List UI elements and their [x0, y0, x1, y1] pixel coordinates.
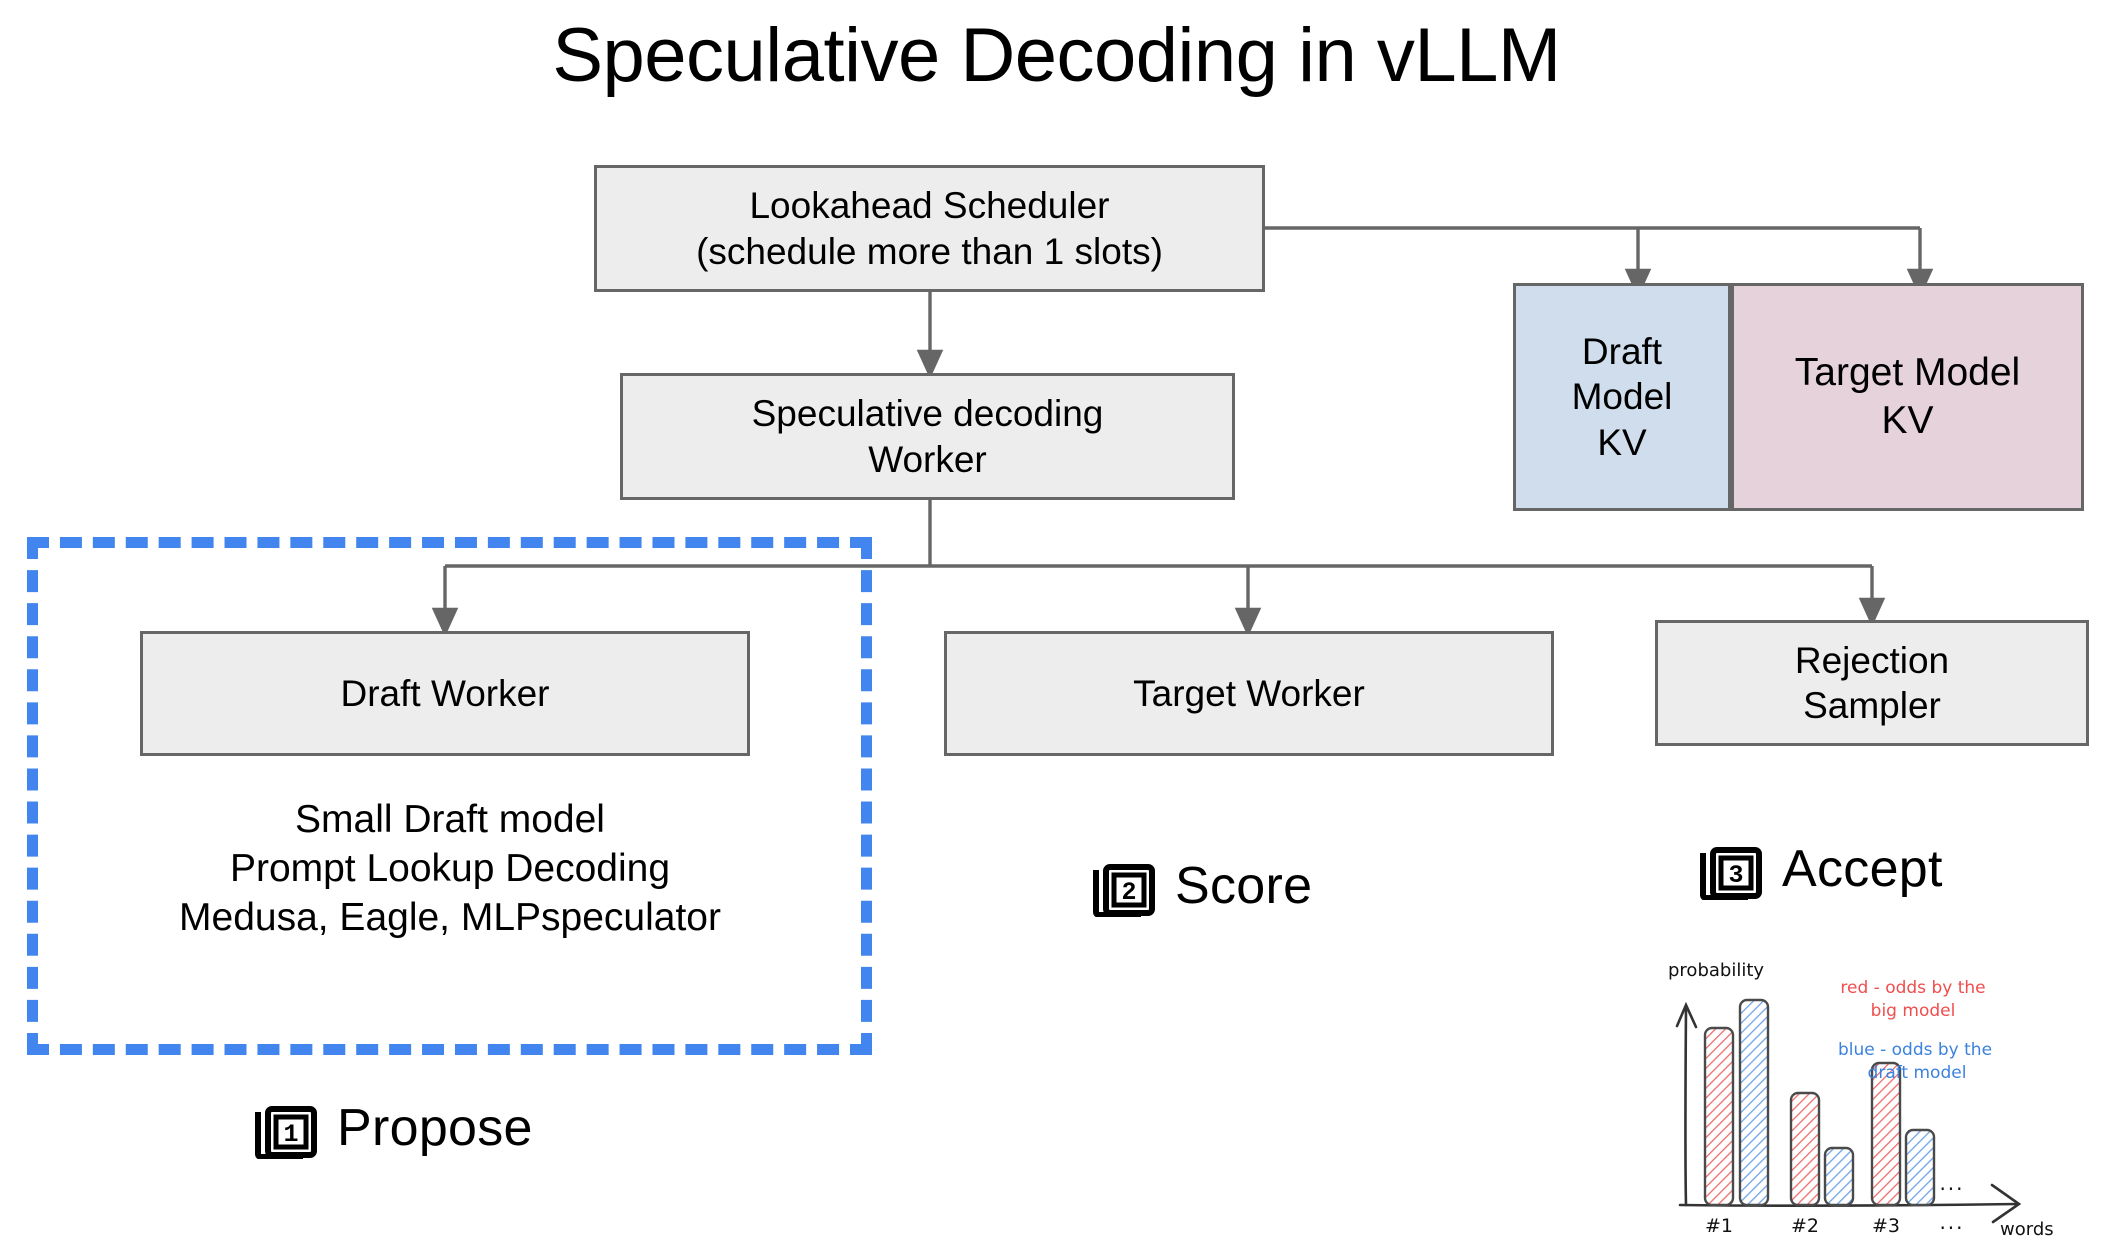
chart-annotation-blue-line1: blue - odds by the [1838, 1040, 1992, 1060]
chart-y-axis [1684, 1006, 1688, 1207]
bar-3-blue [1904, 1128, 1936, 1207]
bar-2-red [1789, 1091, 1821, 1207]
bar-2-blue [1823, 1146, 1855, 1207]
page-title: Speculative Decoding in vLLM [552, 13, 1561, 98]
chart-annotation-blue-line2: draft model [1868, 1063, 1967, 1083]
box-target-model-kv-label: Target Model KV [1794, 351, 2021, 442]
chart-ylabel: probability [1668, 960, 1764, 981]
box-draft-worker-label: Draft Worker [340, 672, 550, 714]
chart-tick-1: #1 [1705, 1215, 1733, 1237]
box-rejection-sampler[interactable]: Rejection Sampler [1655, 620, 2089, 746]
draft-worker-details: Small Draft model Prompt Lookup Decoding… [179, 798, 721, 940]
step-2-label: Score [1175, 857, 1313, 915]
box-target-worker[interactable]: Target Worker [944, 631, 1554, 756]
chart-y-axis-arrowhead [1675, 1001, 1698, 1029]
chart-ellipsis-upper: ... [1939, 1171, 1964, 1195]
step-3-icon: 3 [1700, 847, 1762, 900]
chart-x-axis-arrowhead [1990, 1183, 2022, 1224]
box-speculative-decoding-worker[interactable]: Speculative decoding Worker [620, 373, 1235, 500]
box-rejection-sampler-label: Rejection Sampler [1794, 639, 1950, 726]
box-draft-worker[interactable]: Draft Worker [140, 631, 750, 756]
chart-tick-3: #3 [1872, 1215, 1900, 1237]
step-1-number: 1 [283, 1120, 298, 1149]
box-speculative-decoding-worker-label: Speculative decoding Worker [751, 393, 1104, 480]
sketch-bar-chart: probability words #1 #2 #3 ... ... red -… [1655, 950, 2107, 1242]
box-target-model-kv[interactable]: Target Model KV [1731, 283, 2084, 511]
propose-highlight-region [27, 537, 872, 1055]
box-lookahead-scheduler-label: Lookahead Scheduler (schedule more than … [696, 185, 1163, 272]
step-badge-score[interactable]: 2 Score [1093, 855, 1312, 917]
step-1-label: Propose [337, 1099, 533, 1157]
box-draft-model-kv-label: Draft Model KV [1571, 331, 1673, 463]
chart-tick-2: #2 [1791, 1215, 1819, 1237]
step-3-label: Accept [1782, 840, 1943, 898]
chart-bars [1703, 998, 1936, 1207]
bar-3-red [1870, 1061, 1902, 1207]
step-1-icon: 1 [255, 1106, 317, 1159]
step-badge-propose[interactable]: 1 Propose [255, 1097, 533, 1159]
step-badge-accept[interactable]: 3 Accept [1700, 838, 1943, 900]
step-3-number: 3 [1728, 861, 1743, 890]
bar-1-blue [1738, 998, 1770, 1207]
box-target-worker-label: Target Worker [1133, 672, 1365, 714]
chart-annotation-red-line1: red - odds by the [1840, 978, 1985, 998]
box-draft-model-kv[interactable]: Draft Model KV [1513, 283, 1731, 511]
step-2-icon: 2 [1093, 864, 1155, 917]
box-lookahead-scheduler[interactable]: Lookahead Scheduler (schedule more than … [594, 165, 1265, 292]
chart-xlabel: words [2000, 1219, 2054, 1240]
chart-annotation-red-line2: big model [1871, 1001, 1956, 1021]
chart-ellipsis-lower: ... [1939, 1210, 1964, 1234]
step-2-number: 2 [1121, 878, 1136, 907]
bar-1-red [1703, 1026, 1735, 1207]
